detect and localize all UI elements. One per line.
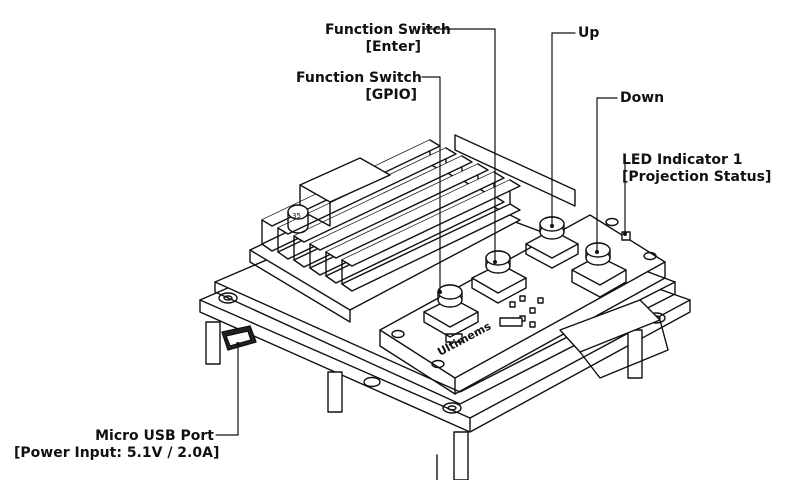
led-indicator-shape <box>621 231 631 241</box>
label-fs-gpio-line1: Function Switch <box>296 70 422 86</box>
board-components <box>445 231 631 343</box>
leader-enter <box>423 28 496 261</box>
label-fs-gpio-line2: [GPIO] <box>365 87 417 103</box>
button-gpio-shape <box>423 284 479 338</box>
heatsink <box>249 134 576 323</box>
label-fs-enter-line1: Function Switch <box>325 22 451 38</box>
label-up-line1: Up <box>578 25 600 41</box>
label-up: Up <box>578 25 599 42</box>
label-down-line1: Down <box>620 90 665 106</box>
label-led-indicator: LED Indicator 1 [Projection Status] <box>622 152 771 186</box>
label-led-line2: [Projection Status] <box>622 169 772 185</box>
label-usb-line2: [Power Input: 5.1V / 2.0A] <box>14 445 220 461</box>
label-down: Down <box>620 90 664 107</box>
label-function-switch-gpio: Function Switch [GPIO] <box>296 70 422 104</box>
micro-usb-port-shape <box>221 325 257 351</box>
leader-gpio <box>421 76 441 291</box>
label-function-switch-enter: Function Switch [Enter] <box>325 22 451 56</box>
label-micro-usb: Micro USB Port [Power Input: 5.1V / 2.0A… <box>14 428 220 462</box>
button-enter-shape <box>471 250 527 304</box>
label-usb-line1: Micro USB Port <box>95 428 214 444</box>
label-led-line1: LED Indicator 1 <box>622 152 743 168</box>
leader-lines <box>215 28 626 436</box>
label-fs-enter-line2: [Enter] <box>365 39 421 55</box>
leader-dots <box>236 224 627 346</box>
capacitor <box>287 204 309 234</box>
capacitor-marking: 35 <box>292 212 301 220</box>
